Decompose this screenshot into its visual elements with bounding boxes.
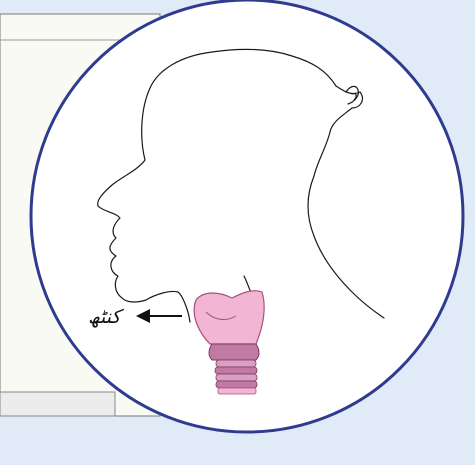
- trachea-ring: [216, 374, 257, 381]
- trachea-ring: [215, 367, 257, 374]
- thyroid-cartilage: [194, 291, 264, 344]
- cricoid-cartilage: [209, 344, 259, 360]
- trachea-base: [218, 388, 256, 394]
- trachea-ring: [216, 360, 256, 367]
- callout-label: کنٹھ: [88, 306, 121, 328]
- trachea-ring: [216, 381, 257, 388]
